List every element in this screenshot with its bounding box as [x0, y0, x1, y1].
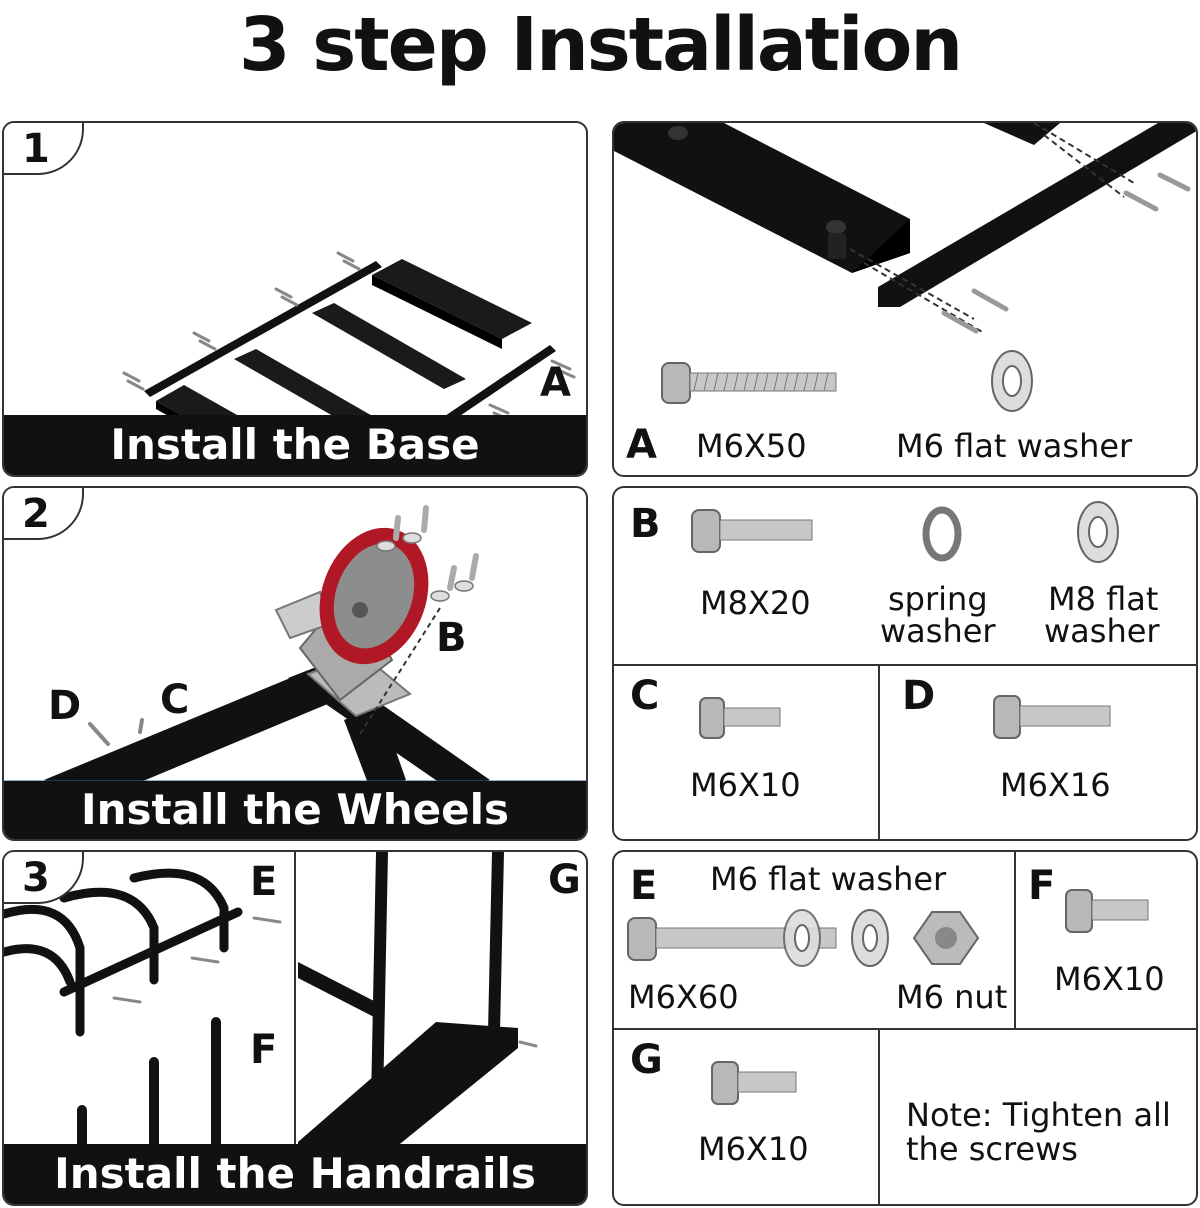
- part-c-letter: C: [630, 673, 660, 719]
- step-2-callout-c: C: [160, 677, 190, 723]
- part-b-flat-washer-label-2: washer: [1044, 612, 1160, 650]
- step-2-callout-b: B: [436, 615, 467, 661]
- step-2-banner: Install the Wheels: [4, 781, 586, 839]
- step-3-callout-f: F: [250, 1027, 278, 1073]
- part-e-washer-label: M6 flat washer: [710, 860, 947, 898]
- part-e-letter: E: [630, 863, 658, 909]
- part-d-bolt-label: M6X16: [1000, 766, 1111, 804]
- parts-bcd-panel: B M8X20 spring washer M8 flat washer C M…: [612, 486, 1198, 841]
- parts-efg-panel: E M6 flat washer M6X60 M6 nut F M6X10 G …: [612, 850, 1198, 1206]
- part-f-bolt-label: M6X10: [1054, 960, 1165, 998]
- part-a-washer-label: M6 flat washer: [896, 427, 1133, 465]
- note-line-1: Note: Tighten all: [906, 1096, 1171, 1134]
- parts-bcd-illustration: [691, 501, 1119, 739]
- part-b-flat-washer-label-1: M8 flat: [1048, 580, 1159, 618]
- part-a-letter: A: [626, 422, 657, 468]
- step-3-callout-g: G: [548, 857, 581, 903]
- part-b-letter: B: [630, 501, 661, 547]
- step-2-callout-d: D: [48, 683, 82, 729]
- part-g-bolt-label: M6X10: [698, 1130, 809, 1168]
- part-a-panel: A M6X50 M6 flat washer: [612, 121, 1198, 477]
- step-1-number: 1: [4, 123, 84, 175]
- part-f-letter: F: [1028, 863, 1056, 909]
- part-b-spring-washer-label-1: spring: [888, 580, 988, 618]
- base-joint-closeup-illustration: [614, 123, 1196, 412]
- part-a-bolt-label: M6X50: [696, 427, 807, 465]
- note-line-2: the screws: [906, 1130, 1078, 1168]
- part-e-nut-label: M6 nut: [896, 978, 1008, 1016]
- page-title: 3 step Installation: [238, 2, 963, 88]
- part-g-letter: G: [630, 1037, 663, 1083]
- step-1-banner: Install the Base: [4, 415, 586, 475]
- part-e-bolt-label: M6X60: [628, 978, 739, 1016]
- part-b-bolt-label: M8X20: [700, 584, 811, 622]
- part-c-bolt-label: M6X10: [690, 766, 801, 804]
- step-1-callout-a: A: [540, 360, 571, 406]
- part-d-letter: D: [902, 673, 936, 719]
- step-3-callout-e: E: [250, 859, 278, 905]
- handrail-illustration: [4, 852, 538, 1158]
- wheel-frame-illustration: [4, 505, 586, 804]
- step-1-panel: 1 A Install the Base: [2, 121, 588, 477]
- step-2-panel: 2 B C D Install t: [2, 486, 588, 841]
- parts-efg-illustration: [627, 889, 1149, 1105]
- step-3-banner: Install the Handrails: [4, 1144, 586, 1204]
- part-b-spring-washer-label-2: washer: [880, 612, 996, 650]
- step-3-panel: 3 E F G Install: [2, 850, 588, 1206]
